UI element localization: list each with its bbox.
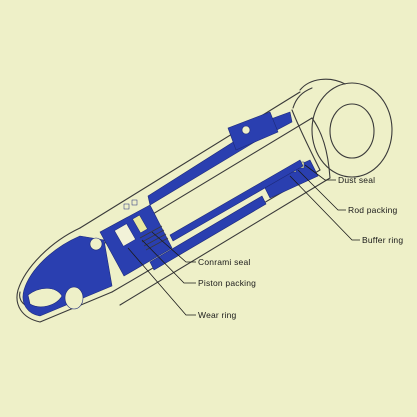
leader-lines: [127, 164, 360, 316]
label-buffer-ring: Buffer ring: [362, 235, 403, 245]
rod-eye: [292, 78, 393, 178]
label-wear-ring: Wear ring: [198, 310, 237, 320]
label-rod-packing: Rod packing: [348, 205, 398, 215]
label-conrami-seal: Conrami seal: [198, 257, 250, 267]
label-dust-seal: Dust seal: [338, 175, 375, 185]
cylinder-barrel: [79, 91, 331, 306]
cutaway-sections: [22, 111, 319, 317]
label-piston-packing: Piston packing: [198, 278, 256, 288]
